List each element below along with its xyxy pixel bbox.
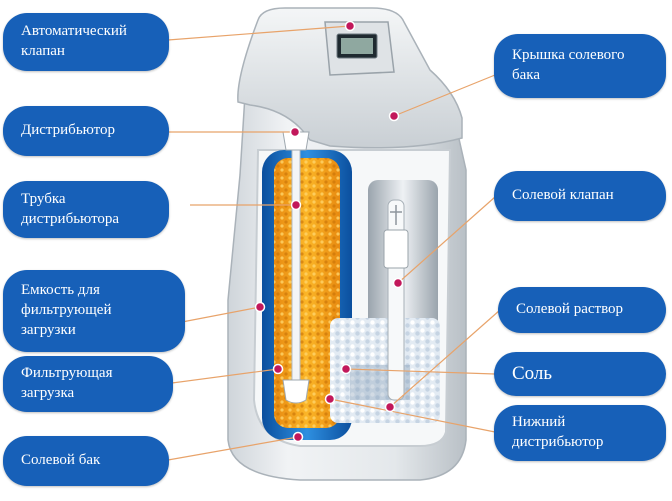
bottom-distributor-shape	[282, 379, 310, 404]
label-brine-tank-lid: Крышка солевого бака	[494, 34, 666, 98]
label-filter-media: Фильтрующая загрузка	[3, 356, 173, 412]
label-salt: Соль	[494, 352, 666, 396]
distributor-head	[282, 131, 310, 151]
label-brine-tank: Солевой бак	[3, 436, 169, 486]
leader-lines	[167, 25, 501, 461]
label-brine-valve: Солевой клапан	[494, 171, 666, 221]
label-distributor-tube: Трубка дистрибьютора	[3, 181, 169, 238]
label-filter-vessel: Емкость для фильтрующей загрузки	[3, 270, 185, 352]
label-auto-valve: Автоматический клапан	[3, 13, 169, 71]
label-brine-solution: Солевой раствор	[498, 287, 666, 333]
label-distributor: Дистрибьютор	[3, 106, 169, 156]
brine-valve-stem	[390, 205, 402, 225]
cabinet-lid	[237, 7, 463, 149]
brine-valve-float	[383, 229, 409, 269]
filter-media-texture	[274, 158, 340, 428]
label-bottom-distributor: Нижний дистрибьютор	[494, 405, 666, 461]
distributor-tube-shape	[291, 134, 301, 386]
markers	[254, 20, 404, 443]
lcd-screen	[341, 38, 373, 54]
